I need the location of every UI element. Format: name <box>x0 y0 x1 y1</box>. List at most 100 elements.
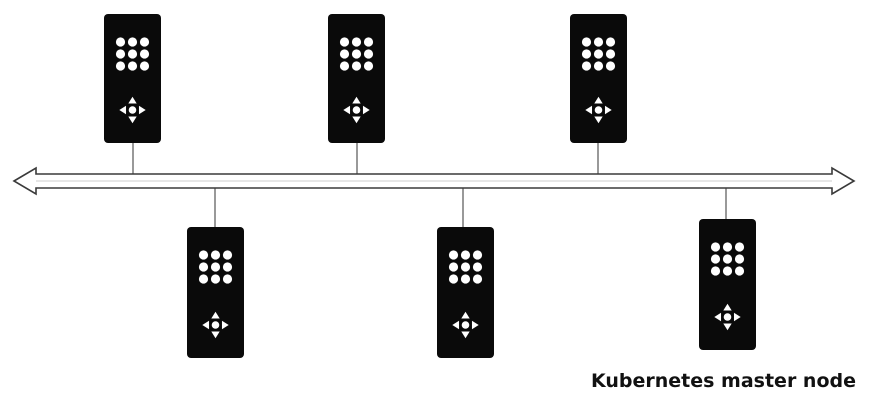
keypad-button <box>460 274 471 284</box>
dpad-left-icon <box>585 105 593 115</box>
dpad-center-button <box>352 106 361 114</box>
keypad-button <box>722 242 733 252</box>
keypad-button <box>127 49 138 59</box>
keypad-button <box>210 262 221 272</box>
keypad-button <box>593 61 604 71</box>
diagram-caption: Kubernetes master node <box>590 370 856 392</box>
keypad-button <box>734 242 745 252</box>
dpad-down-icon <box>352 116 361 124</box>
keypad-button <box>581 61 592 71</box>
keypad-button <box>198 262 209 272</box>
keypad-button <box>222 262 233 272</box>
keypad-button <box>734 266 745 276</box>
keypad-button <box>139 49 150 59</box>
keypad-button <box>460 250 471 260</box>
remote-control-icon <box>104 14 161 143</box>
dpad-down-icon <box>211 331 220 339</box>
keypad-button <box>222 250 233 260</box>
dpad-right-icon <box>138 105 146 115</box>
keypad-button <box>605 37 616 47</box>
keypad-button <box>581 37 592 47</box>
dpad-left-icon <box>343 105 351 115</box>
dpad-down-icon <box>461 331 470 339</box>
dpad-down-icon <box>128 116 137 124</box>
keypad-button <box>139 37 150 47</box>
keypad-button <box>710 254 721 264</box>
keypad-button <box>472 274 483 284</box>
keypad-button <box>472 262 483 272</box>
dpad-up-icon <box>461 311 470 319</box>
dpad-down-icon <box>594 116 603 124</box>
remote-control-icon <box>699 219 756 350</box>
devices <box>104 14 756 358</box>
dpad-up-icon <box>352 96 361 104</box>
keypad-button <box>448 262 459 272</box>
device-bottom-2-body <box>437 227 494 358</box>
keypad-button <box>363 61 374 71</box>
keypad-button <box>210 250 221 260</box>
dpad-right-icon <box>733 312 741 322</box>
keypad-button <box>139 61 150 71</box>
keypad-button <box>222 274 233 284</box>
keypad-button <box>198 250 209 260</box>
keypad-button <box>115 37 126 47</box>
keypad-button <box>710 266 721 276</box>
dpad-right-icon <box>471 320 479 330</box>
keypad-button <box>722 254 733 264</box>
keypad-button <box>210 274 221 284</box>
dpad-center-button <box>211 321 220 329</box>
keypad-button <box>472 250 483 260</box>
dpad-center-button <box>723 313 732 321</box>
dpad-right-icon <box>604 105 612 115</box>
remote-control-icon <box>328 14 385 143</box>
keypad-button <box>198 274 209 284</box>
keypad-button <box>593 49 604 59</box>
keypad-button <box>448 274 459 284</box>
remote-control-icon <box>570 14 627 143</box>
dpad-down-icon <box>723 323 732 331</box>
device-bottom-3-body <box>699 219 756 350</box>
dpad-right-icon <box>221 320 229 330</box>
keypad-button <box>605 49 616 59</box>
keypad-button <box>127 37 138 47</box>
keypad-button <box>127 61 138 71</box>
keypad-button <box>339 37 350 47</box>
keypad-button <box>351 49 362 59</box>
device-bottom-1-body <box>187 227 244 358</box>
keypad-button <box>351 37 362 47</box>
keypad-button <box>722 266 733 276</box>
dpad-up-icon <box>128 96 137 104</box>
dpad-left-icon <box>202 320 210 330</box>
keypad-button <box>339 49 350 59</box>
keypad-button <box>339 61 350 71</box>
remote-control-icon <box>437 227 494 358</box>
dpad-center-button <box>461 321 470 329</box>
keypad-button <box>448 250 459 260</box>
keypad-button <box>460 262 471 272</box>
keypad-button <box>363 37 374 47</box>
dpad-right-icon <box>362 105 370 115</box>
dpad-up-icon <box>211 311 220 319</box>
keypad-button <box>115 49 126 59</box>
device-top-3-body <box>570 14 627 143</box>
keypad-button <box>605 61 616 71</box>
dpad-up-icon <box>723 303 732 311</box>
keypad-button <box>734 254 745 264</box>
keypad-button <box>363 49 374 59</box>
dpad-center-button <box>594 106 603 114</box>
dpad-left-icon <box>119 105 127 115</box>
keypad-button <box>593 37 604 47</box>
dpad-left-icon <box>452 320 460 330</box>
dpad-left-icon <box>714 312 722 322</box>
keypad-button <box>710 242 721 252</box>
connectors <box>132 143 727 227</box>
keypad-button <box>115 61 126 71</box>
dpad-center-button <box>128 106 137 114</box>
dpad-up-icon <box>594 96 603 104</box>
keypad-button <box>581 49 592 59</box>
device-top-1-body <box>104 14 161 143</box>
device-top-2-body <box>328 14 385 143</box>
bidirectional-bus <box>12 166 856 196</box>
keypad-button <box>351 61 362 71</box>
